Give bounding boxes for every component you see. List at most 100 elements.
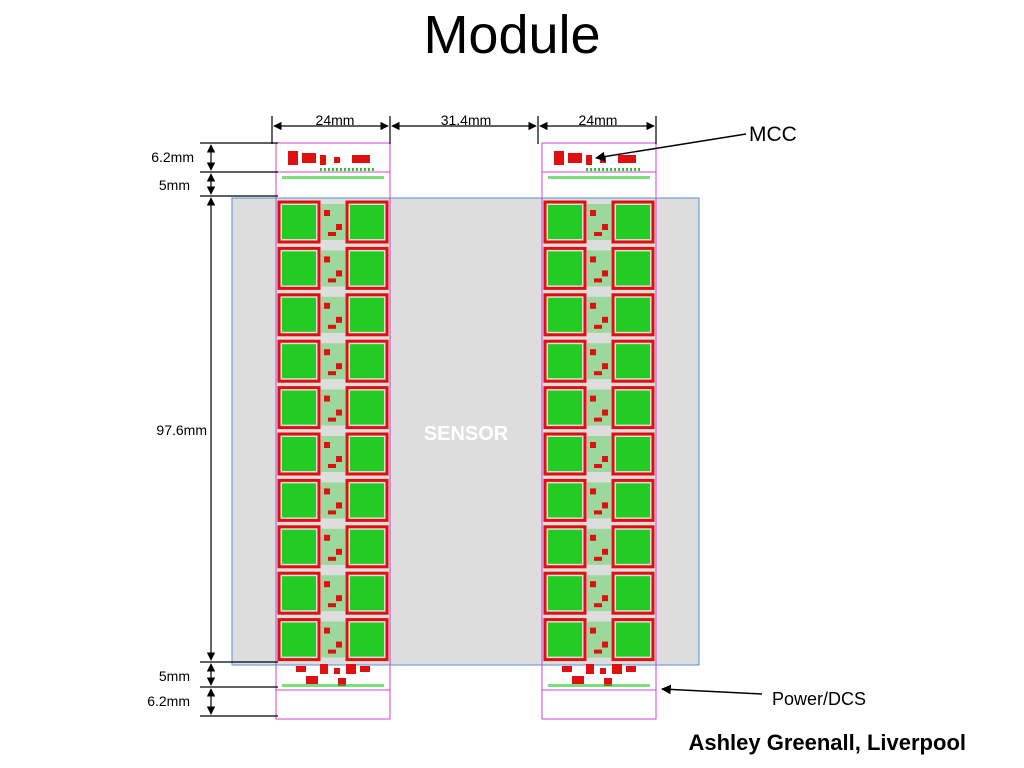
centre-component [590, 302, 596, 309]
dim-top-end: 6.2mm [151, 149, 194, 165]
chip-frame [345, 293, 389, 337]
front-end-chip [548, 483, 582, 518]
chip-frame [277, 386, 321, 430]
chip-frame [277, 200, 321, 244]
chip-frame [611, 200, 655, 244]
chip-frame [543, 386, 587, 430]
bottom-component [612, 664, 622, 674]
centre-component [324, 534, 330, 541]
top-pad [590, 168, 592, 171]
top-pad [606, 168, 608, 171]
top-component [618, 155, 636, 163]
centre-component [336, 456, 342, 462]
top-pad [372, 168, 374, 171]
centre-component [324, 302, 330, 309]
chip-frame [611, 293, 655, 337]
centre-component [590, 256, 596, 263]
front-end-chip [282, 251, 316, 286]
front-end-chip [548, 390, 582, 425]
centre-component [328, 464, 336, 468]
chip-frame [611, 246, 655, 290]
chip-frame [277, 246, 321, 290]
front-end-chip [350, 437, 384, 471]
front-end-chip [548, 437, 582, 471]
centre-component [336, 224, 342, 230]
chip-frame [277, 293, 321, 337]
centre-component [336, 409, 342, 416]
front-end-chip [350, 390, 384, 425]
dim-top-margin: 5mm [159, 177, 190, 193]
centre-component [602, 548, 608, 555]
centre-component [324, 488, 330, 495]
top-pad [332, 168, 334, 171]
centre-component [324, 395, 330, 402]
centre-component [336, 595, 342, 602]
front-end-chip [616, 437, 650, 471]
top-pad [328, 168, 330, 171]
chip-frame [277, 618, 321, 662]
bottom-trace [282, 684, 384, 687]
centre-component [602, 270, 608, 277]
top-pad [598, 168, 600, 171]
board-outline [541, 142, 657, 720]
centre-component [336, 502, 342, 509]
top-pad [368, 168, 370, 171]
centre-component [602, 641, 608, 648]
chip-frame [277, 478, 321, 522]
centre-component [594, 510, 602, 515]
top-pad [618, 168, 620, 171]
chip-frame [611, 386, 655, 430]
centre-component [324, 349, 330, 356]
centre-component [594, 464, 602, 468]
centre-component [328, 510, 336, 515]
mcc-label: MCC [749, 123, 797, 146]
front-end-chip [282, 576, 316, 611]
centre-component [602, 224, 608, 230]
chip-frame [345, 432, 389, 476]
front-end-chip [282, 483, 316, 518]
front-end-chip [548, 576, 582, 611]
stave-left [275, 142, 391, 720]
chip-frame [543, 200, 587, 244]
chip-frame [543, 525, 587, 569]
chip-frame [345, 339, 389, 383]
front-end-chip [616, 205, 650, 239]
top-pad [320, 168, 322, 171]
front-end-chip [548, 622, 582, 657]
top-pad [610, 168, 612, 171]
top-component [302, 153, 316, 163]
bottom-component [626, 666, 636, 672]
centre-component [336, 548, 342, 555]
front-end-chip [548, 529, 582, 564]
centre-component [328, 603, 336, 608]
front-end-chip [282, 390, 316, 425]
centre-component [590, 349, 596, 356]
dim-stave-width-right: 24mm [579, 112, 618, 128]
chip-frame [345, 200, 389, 244]
author-credit: Ashley Greenall, Liverpool [688, 730, 966, 755]
front-end-chip [350, 344, 384, 379]
dim-stave-width-left: 24mm [316, 112, 355, 128]
bottom-component [334, 668, 340, 674]
sensor-label: SENSOR [424, 423, 509, 445]
chip-frame [543, 618, 587, 662]
front-end-chip [350, 297, 384, 332]
centre-component [328, 371, 336, 376]
bottom-component [600, 668, 606, 674]
top-component [288, 151, 298, 165]
top-pad [352, 168, 354, 171]
centre-component [602, 409, 608, 416]
centre-component [594, 278, 602, 283]
chip-frame [543, 246, 587, 290]
top-pad [348, 168, 350, 171]
top-pad [602, 168, 604, 171]
bottom-component [586, 664, 594, 674]
dim-active-length: 97.6mm [156, 422, 207, 438]
centre-component [594, 371, 602, 376]
bottom-component [572, 676, 584, 684]
bottom-component [306, 676, 318, 684]
top-pad [630, 168, 632, 171]
front-end-chip [350, 622, 384, 657]
front-end-chip [548, 205, 582, 239]
chip-frame [277, 525, 321, 569]
